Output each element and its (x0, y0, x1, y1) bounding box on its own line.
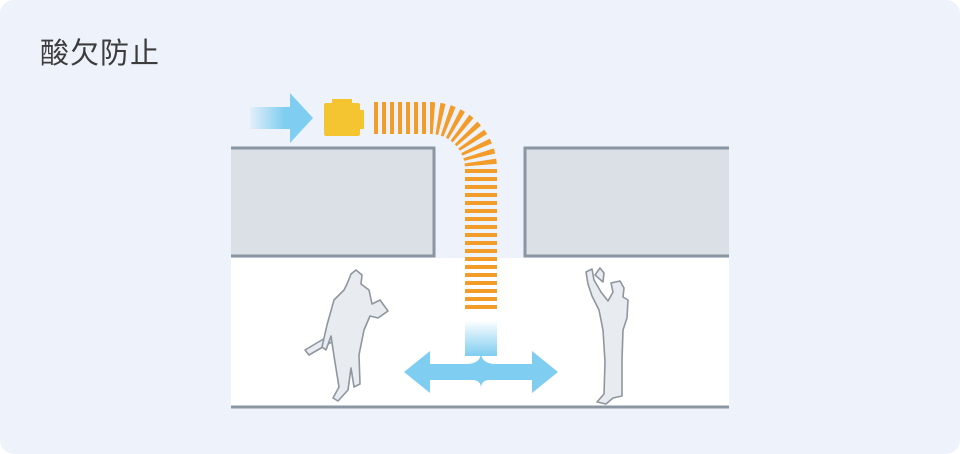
air-outlet-arrows-icon (404, 322, 558, 393)
worker-with-tool-icon (304, 269, 389, 402)
flexible-duct-icon (374, 102, 497, 312)
ceiling-slab-right (523, 146, 729, 258)
diagram-title: 酸欠防止 (40, 36, 161, 70)
ceiling-slab-left (231, 146, 436, 258)
worker-waving-icon (585, 267, 629, 405)
blower-fan-icon (324, 99, 364, 136)
fresh-air-inlet-arrow-icon (250, 93, 313, 143)
